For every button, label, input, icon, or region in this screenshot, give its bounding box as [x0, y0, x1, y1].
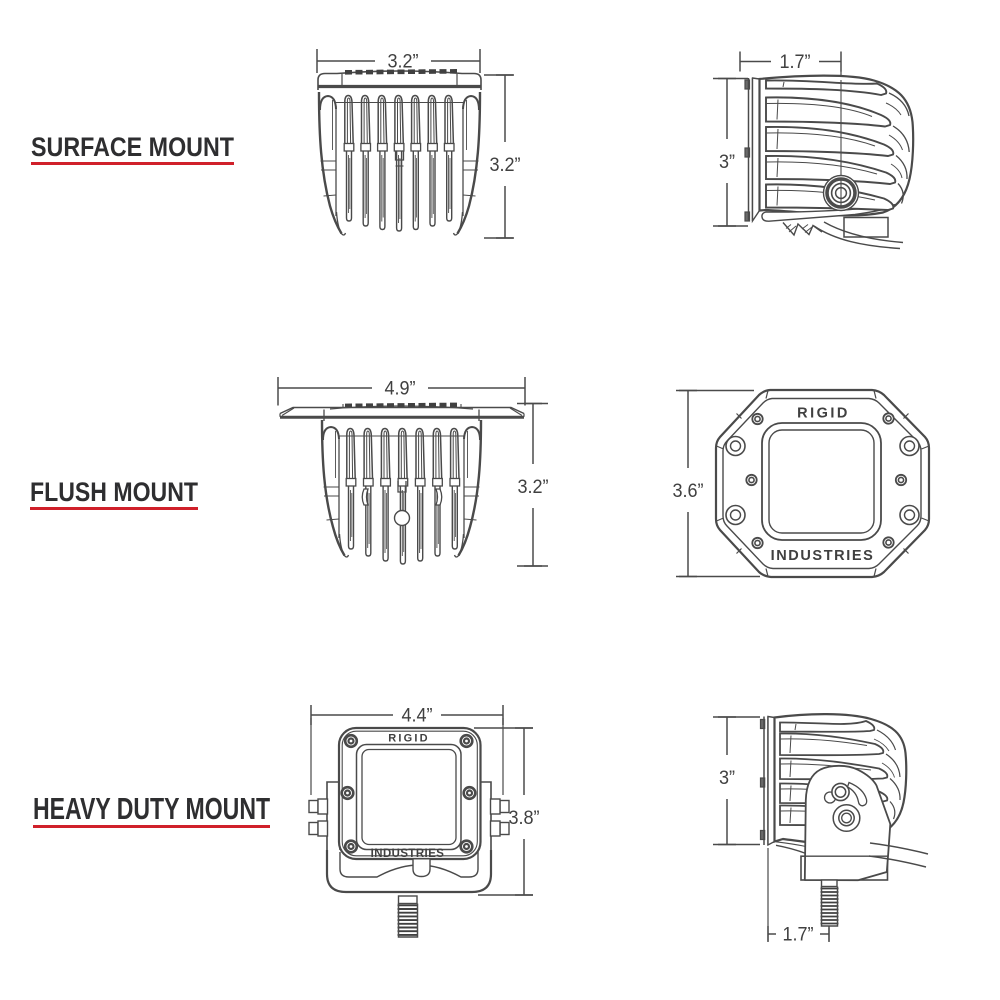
svg-text:RIGID: RIGID	[388, 733, 430, 745]
svg-text:1.7”: 1.7”	[782, 923, 813, 945]
svg-text:3.2”: 3.2”	[517, 476, 548, 498]
svg-text:3.6”: 3.6”	[672, 480, 703, 502]
svg-text:3.8”: 3.8”	[508, 807, 539, 829]
svg-text:4.4”: 4.4”	[401, 704, 432, 726]
svg-text:3”: 3”	[719, 151, 735, 173]
svg-text:3.2”: 3.2”	[489, 154, 520, 176]
svg-text:3”: 3”	[719, 767, 735, 789]
svg-text:INDUSTRIES: INDUSTRIES	[771, 548, 875, 564]
svg-text:1.7”: 1.7”	[779, 51, 810, 73]
svg-text:3.2”: 3.2”	[387, 50, 418, 72]
svg-text:4.9”: 4.9”	[384, 377, 415, 399]
svg-text:RIGID: RIGID	[797, 406, 850, 422]
svg-text:INDUSTRIES: INDUSTRIES	[371, 847, 445, 860]
